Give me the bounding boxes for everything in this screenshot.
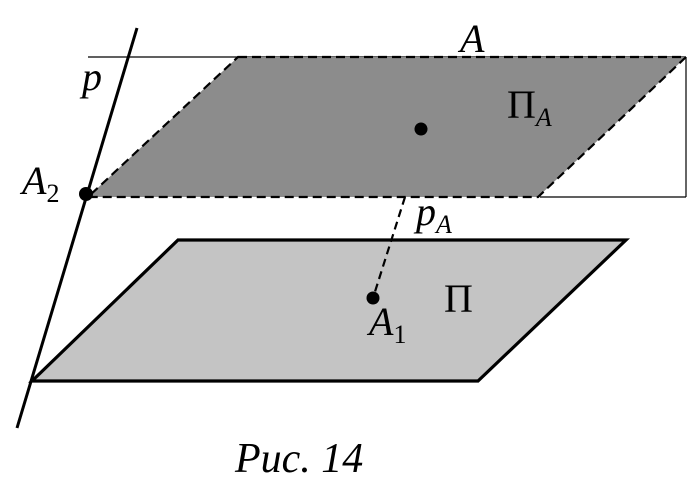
plane-pi-a [85, 55, 689, 199]
label-pa: pA [413, 189, 452, 239]
figure-caption: Рис. 14 [234, 436, 363, 482]
label-pa-sub: A [434, 210, 452, 239]
label-pi: Π [444, 276, 473, 321]
point-a2-dot [79, 187, 93, 201]
point-upper-dot [414, 122, 428, 136]
label-pi-a-sub: A [534, 103, 552, 132]
line-p [15, 27, 139, 429]
label-p: p [79, 54, 102, 99]
label-pi-a: ΠA [507, 82, 552, 132]
label-a2-main: A [19, 158, 47, 203]
label-pi-a-main: Π [507, 82, 536, 127]
label-a2: A2 [19, 158, 59, 208]
label-a1: A1 [366, 299, 406, 349]
label-a1-main: A [366, 299, 394, 344]
label-a2-sub: 2 [46, 179, 59, 208]
line-pa-dashed [371, 196, 407, 299]
label-pa-main: p [413, 189, 436, 234]
point-a1-dot [366, 291, 380, 305]
label-plane-a: A [457, 16, 485, 61]
label-a1-sub: 1 [393, 320, 406, 349]
plane-pi [28, 238, 630, 383]
